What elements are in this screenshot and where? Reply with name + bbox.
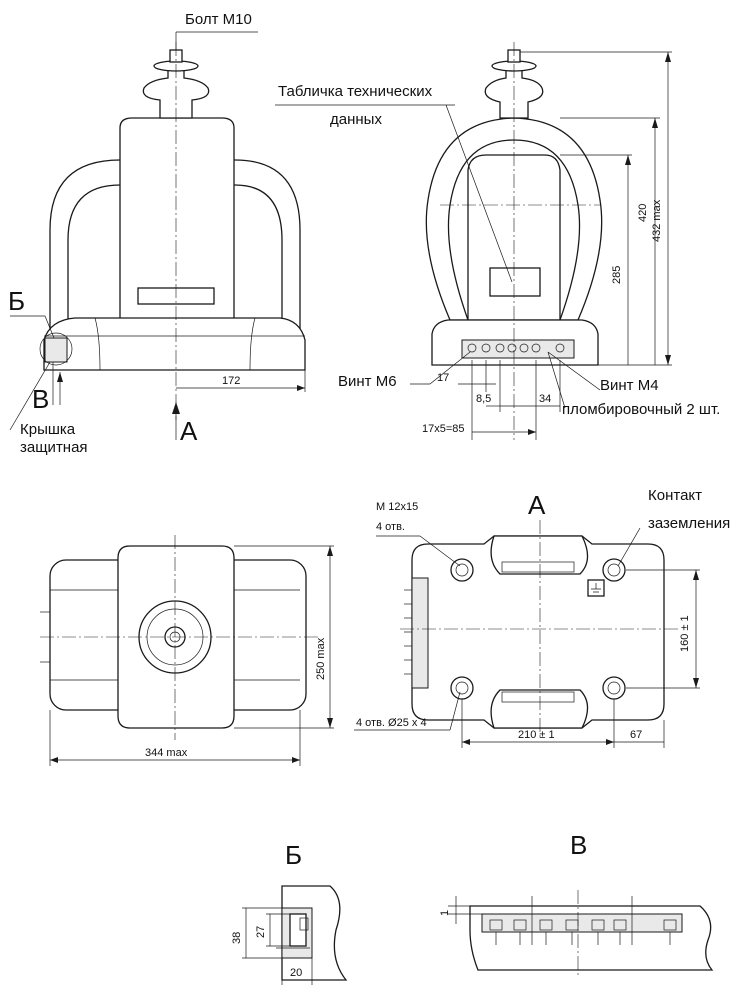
side-terminals — [467, 343, 565, 353]
label-thread: М 12х15 — [376, 501, 418, 513]
front-base — [43, 317, 306, 371]
side-terminal-block — [461, 339, 575, 359]
label-holes-count: 4 отв. — [376, 521, 405, 533]
label-ground-1: Контакт — [648, 487, 702, 504]
dim-344: 344 max — [145, 747, 188, 759]
dim-172: 172 — [222, 375, 240, 387]
dim-17: 17 — [437, 372, 449, 384]
dim-432: 432 max — [651, 199, 663, 242]
label-ground-2: заземления — [648, 515, 730, 532]
front-arch — [49, 159, 301, 331]
side-nameplate — [489, 267, 541, 297]
view-a-terminal-strip — [411, 577, 429, 689]
dim-17x5: 17х5=85 — [422, 423, 465, 435]
label-holes-spec: 4 отв. Ø25 х 4 — [356, 717, 427, 729]
dim-1: 1 — [439, 910, 451, 916]
dim-20: 20 — [290, 967, 302, 979]
marker-v: В — [32, 384, 49, 414]
dim-210: 210 ± 1 — [518, 729, 555, 741]
marker-b: Б — [8, 286, 25, 316]
dim-250: 250 max — [315, 637, 327, 680]
view-b-title: Б — [285, 840, 302, 870]
dim-27: 27 — [255, 926, 267, 938]
view-v-terminal-block — [481, 913, 683, 933]
label-nameplate-2: данных — [330, 111, 382, 128]
marker-a: А — [180, 416, 198, 446]
front-protective-cover — [44, 337, 68, 363]
dim-67: 67 — [630, 729, 642, 741]
label-nameplate-1: Табличка технических — [278, 83, 433, 100]
dim-38: 38 — [231, 932, 243, 944]
label-bolt: Болт М10 — [185, 11, 252, 28]
view-v-terminals — [489, 896, 677, 945]
view-b-detail: 38 27 20 — [231, 885, 348, 985]
label-sealing: пломбировочный 2 шт. — [562, 401, 720, 418]
dim-34: 34 — [539, 393, 551, 405]
label-cover-1: Крышка — [20, 421, 76, 438]
label-screw-m4: Винт М4 — [600, 377, 659, 394]
top-view: 250 max 344 max — [40, 535, 334, 766]
label-screw-m6: Винт М6 — [338, 373, 397, 390]
front-view: 172 — [9, 31, 306, 440]
view-v-title: В — [570, 830, 587, 860]
label-cover-2: защитная — [20, 439, 88, 456]
dim-420: 420 — [637, 204, 649, 222]
side-view: 432 max 420 285 17 8,5 34 17х5=85 — [275, 42, 672, 440]
view-a: 160 ± 1 210 ± 1 67 — [354, 520, 700, 748]
view-a-title: А — [528, 490, 546, 520]
dim-160: 160 ± 1 — [679, 615, 691, 652]
view-b-circle — [39, 332, 73, 366]
view-v-detail: 1 — [439, 890, 714, 975]
dim-285: 285 — [611, 266, 623, 284]
dim-8-5: 8,5 — [476, 393, 491, 405]
front-core — [119, 117, 235, 331]
